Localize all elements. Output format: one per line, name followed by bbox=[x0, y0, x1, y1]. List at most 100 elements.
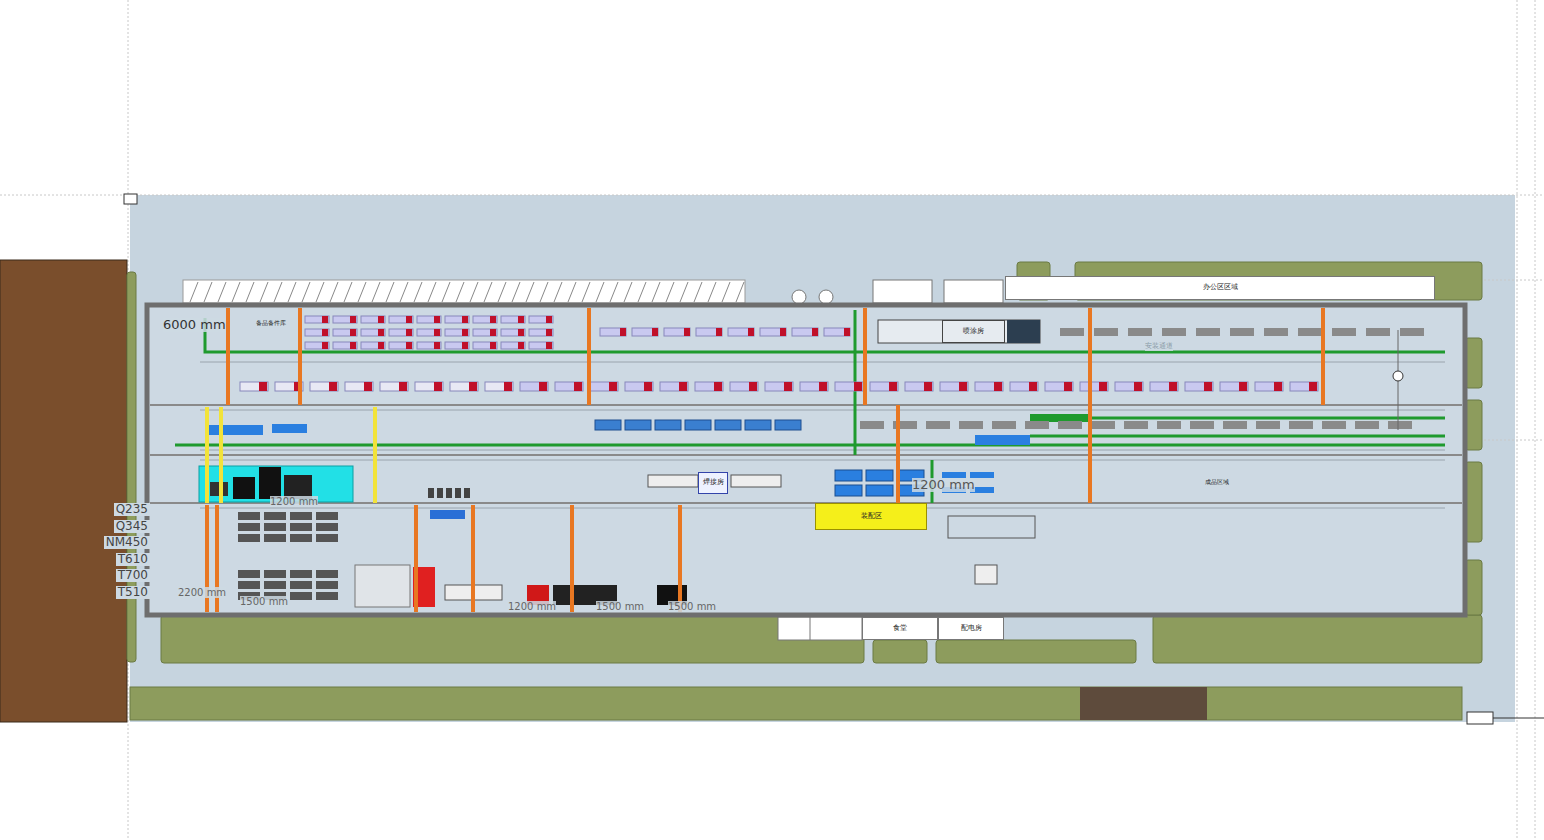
machine-head bbox=[620, 328, 626, 336]
machine bbox=[685, 420, 711, 430]
machine bbox=[333, 342, 357, 349]
neighbour-block bbox=[0, 260, 127, 722]
material-code: T700 bbox=[116, 569, 150, 582]
machine bbox=[1196, 328, 1220, 336]
machine-head bbox=[434, 382, 442, 391]
machine bbox=[595, 420, 621, 430]
machine bbox=[1128, 328, 1152, 336]
machine bbox=[529, 342, 553, 349]
hatch-line bbox=[624, 282, 632, 302]
machine-head bbox=[322, 342, 328, 349]
hatch-line bbox=[722, 282, 730, 302]
hatch-line bbox=[736, 282, 744, 302]
machine-head bbox=[329, 382, 337, 391]
machine-head bbox=[322, 316, 328, 323]
machine bbox=[361, 342, 385, 349]
machine bbox=[926, 421, 950, 429]
columns bbox=[207, 308, 1323, 612]
machine-head bbox=[959, 382, 967, 391]
machine-head bbox=[819, 382, 827, 391]
machine bbox=[1060, 328, 1084, 336]
hatch-line bbox=[442, 282, 450, 302]
machine-head bbox=[462, 316, 468, 323]
machine bbox=[625, 382, 653, 391]
machine-head bbox=[812, 328, 818, 336]
hatch-line bbox=[246, 282, 254, 302]
hatch-line bbox=[708, 282, 716, 302]
factory-hall bbox=[147, 305, 1465, 615]
hatch-line bbox=[470, 282, 478, 302]
hatch-line bbox=[540, 282, 548, 302]
machine bbox=[866, 470, 893, 481]
machine bbox=[415, 382, 443, 391]
machine bbox=[1010, 382, 1038, 391]
machine bbox=[305, 329, 329, 336]
machine bbox=[361, 329, 385, 336]
machine bbox=[389, 342, 413, 349]
machine bbox=[835, 485, 862, 496]
booth bbox=[878, 320, 1040, 343]
machine-head bbox=[1274, 382, 1282, 391]
annex bbox=[944, 280, 1003, 303]
machine bbox=[959, 421, 983, 429]
corner-post bbox=[124, 194, 137, 204]
machine bbox=[437, 488, 443, 498]
machine bbox=[1400, 328, 1424, 336]
machine bbox=[866, 485, 893, 496]
rack bbox=[238, 512, 260, 520]
rack bbox=[290, 534, 312, 542]
machine bbox=[835, 382, 863, 391]
machine bbox=[501, 329, 525, 336]
machine-head bbox=[1134, 382, 1142, 391]
machine bbox=[1045, 382, 1073, 391]
machine-head bbox=[406, 329, 412, 336]
rack bbox=[316, 570, 338, 578]
hatch-line bbox=[232, 282, 240, 302]
machine bbox=[730, 382, 758, 391]
hatch-line bbox=[498, 282, 506, 302]
machine-head bbox=[684, 328, 690, 336]
hatch-line bbox=[218, 282, 226, 302]
machine-head bbox=[350, 342, 356, 349]
green-belts bbox=[127, 262, 1482, 720]
machine-head bbox=[784, 382, 792, 391]
machine-head bbox=[1309, 382, 1317, 391]
machine-head bbox=[350, 329, 356, 336]
machine bbox=[1223, 421, 1247, 429]
machine-head bbox=[546, 342, 552, 349]
rack bbox=[238, 581, 260, 589]
machine bbox=[333, 316, 357, 323]
machine-head bbox=[748, 328, 754, 336]
machine bbox=[1185, 382, 1213, 391]
room-box: 焊接房 bbox=[698, 472, 728, 494]
machine bbox=[380, 382, 408, 391]
site-ground bbox=[130, 195, 1515, 722]
hatch-line bbox=[554, 282, 562, 302]
machine-head bbox=[716, 328, 722, 336]
bay-lines bbox=[150, 405, 1462, 503]
machine bbox=[1220, 382, 1248, 391]
rack bbox=[264, 581, 286, 589]
machine bbox=[473, 329, 497, 336]
machine bbox=[1332, 328, 1356, 336]
rack bbox=[316, 512, 338, 520]
machine-head bbox=[378, 342, 384, 349]
gate-house bbox=[1467, 712, 1493, 724]
hatch-line bbox=[456, 282, 464, 302]
rack bbox=[316, 592, 338, 600]
machine-head bbox=[780, 328, 786, 336]
rack bbox=[264, 512, 286, 520]
hatch-line bbox=[372, 282, 380, 302]
machine bbox=[1150, 382, 1178, 391]
annex bbox=[778, 617, 862, 640]
machine bbox=[905, 382, 933, 391]
machine-head bbox=[574, 382, 582, 391]
machine bbox=[792, 328, 818, 336]
booth-end bbox=[1007, 320, 1040, 343]
machine bbox=[1298, 328, 1322, 336]
hatch-line bbox=[386, 282, 394, 302]
dim-text: 1200 mm bbox=[270, 496, 318, 507]
machine bbox=[1264, 328, 1288, 336]
